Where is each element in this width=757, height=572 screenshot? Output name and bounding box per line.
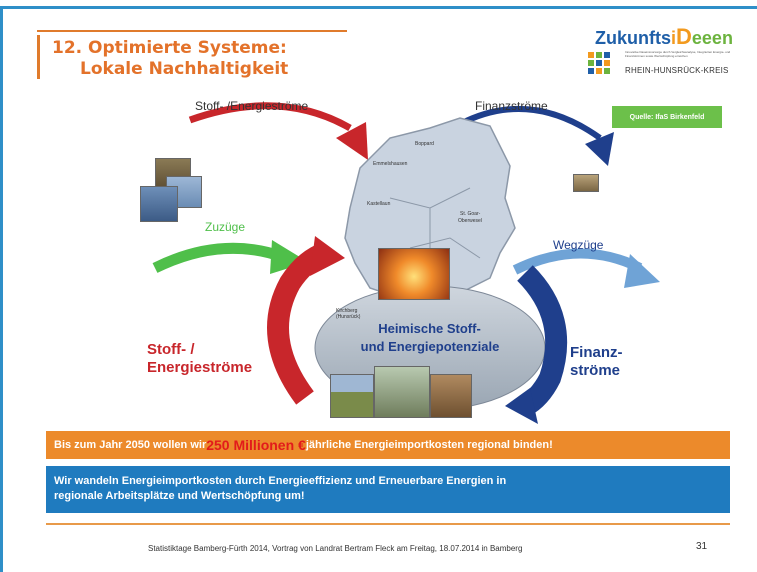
logo-word-b: i	[671, 28, 677, 48]
logo-wordmark: ZukunftsiDeeen	[595, 24, 733, 50]
red-cycle-arrowhead	[310, 236, 345, 276]
lightblue-wegzuege-arrow	[512, 248, 643, 275]
logo-word-a: Zukunfts	[595, 28, 671, 48]
map-town-kastellaun: Kastellaun	[367, 201, 391, 207]
center-label-line-1: Heimische Stoff-	[378, 321, 481, 336]
red-top-arrowhead	[336, 122, 368, 160]
map-town-kirchberg: Kirchberg	[336, 308, 358, 314]
photo-woodchips	[430, 374, 472, 418]
red-cycle-arrow	[267, 242, 330, 405]
photo-field	[330, 374, 374, 418]
mission-line-1: Wir wandeln Energieimportkosten durch En…	[54, 475, 507, 487]
map-town-emmelshausen: Emmelshausen	[373, 161, 408, 167]
blue-top-arrow	[458, 106, 602, 141]
map-borders	[389, 187, 481, 259]
label-zuzuege: Zuzüge	[205, 220, 246, 234]
bottom-divider	[46, 523, 730, 525]
photo-sunset	[378, 248, 450, 300]
label-stoff-left-2: Energieströme	[147, 359, 253, 376]
goal-highlight: 250 Millionen €	[206, 437, 306, 453]
goal-banner: Bis zum Jahr 2050 wollen wir 250 Million…	[46, 431, 730, 459]
blue-cycle-arrowhead	[505, 388, 538, 424]
logo-word-d: eeen	[691, 28, 733, 48]
slide-title: 12. Optimierte Systeme: Lokale Nachhalti…	[52, 38, 288, 80]
title-accent-bar	[37, 35, 40, 79]
label-stoff-left: Stoff- /	[147, 341, 195, 358]
zukunftsideen-logo: ZukunftsiDeeen Innovative Daseinsvorsorg…	[585, 24, 755, 82]
logo-grid-icon	[588, 52, 610, 74]
label-stoff-energie-top: Stoff- /Energieströme	[195, 99, 309, 113]
logo-tagline: Innovative Daseinsvorsorge durch Verglei…	[625, 50, 731, 58]
photo-family	[374, 366, 430, 418]
goal-text-1: Bis zum Jahr 2050 wollen wir	[54, 439, 207, 451]
blue-top-arrowhead	[585, 132, 614, 166]
center-label-line-2: und Energiepotenziale	[360, 339, 500, 354]
logo-word-c: D	[676, 24, 692, 49]
map-town-oberwesel: Oberwesel	[458, 218, 482, 224]
label-wegzuege: Wegzüge	[553, 238, 604, 252]
green-zuzuege-arrow	[152, 242, 282, 273]
label-finanz-right: Finanz-	[570, 344, 623, 361]
mission-banner: Wir wandeln Energieimportkosten durch En…	[46, 466, 730, 513]
page-number: 31	[696, 541, 708, 552]
green-arrowhead	[270, 240, 308, 274]
blue-cycle-arrow	[516, 265, 568, 416]
map-town-boppard: Boppard	[415, 141, 434, 147]
photo-coins	[573, 174, 599, 192]
title-accent-line	[37, 30, 347, 32]
photo-windpark	[140, 186, 178, 222]
title-line-1: 12. Optimierte Systeme:	[52, 38, 287, 58]
red-top-arrow	[188, 102, 352, 132]
logo-region: RHEIN-HUNSRÜCK-KREIS	[625, 66, 729, 75]
lightblue-arrowhead	[624, 254, 660, 288]
title-line-2: Lokale Nachhaltigkeit	[80, 59, 289, 79]
slide-frame-left	[0, 6, 3, 572]
map-town-kirchberg-2: (Hunsrück)	[336, 314, 361, 320]
label-finanz-top: Finanzströme	[475, 99, 548, 113]
slide-frame-top	[0, 6, 757, 9]
mission-line-2: regionale Arbeitsplätze und Wertschöpfun…	[54, 490, 305, 502]
source-badge: Quelle: IfaS Birkenfeld	[612, 106, 722, 128]
goal-text-2: jährliche Energieimportkosten regional b…	[305, 439, 553, 451]
label-finanz-right-2: ströme	[570, 362, 621, 379]
footer-text: Statistiktage Bamberg-Fürth 2014, Vortra…	[148, 544, 523, 553]
energy-flow-diagram: Boppard Emmelshausen Kastellaun St. Goar…	[130, 88, 730, 428]
map-town-stgoar: St. Goar-	[460, 211, 481, 217]
